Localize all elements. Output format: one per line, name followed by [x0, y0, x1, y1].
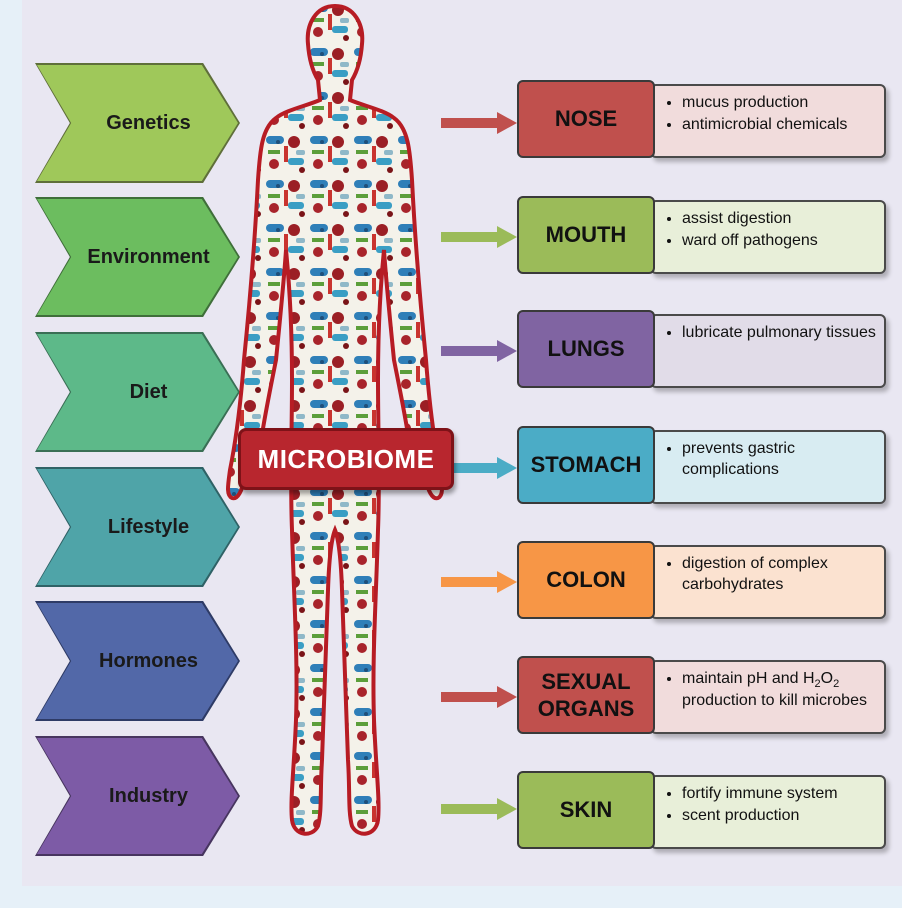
body-silhouette [228, 6, 442, 834]
organ-lungs: LUNGS [517, 310, 655, 388]
organ-stomach-description: prevents gastric complications [650, 430, 886, 504]
factor-label: Hormones [77, 650, 198, 673]
bullet: maintain pH and H2O2 production to kill … [682, 669, 876, 712]
arrow-skin [441, 798, 517, 820]
organ-lungs-description: lubricate pulmonary tissues [650, 314, 886, 388]
bullet: lubricate pulmonary tissues [682, 323, 876, 344]
organ-label: SKIN [560, 796, 613, 824]
organ-sexual-organs-description: maintain pH and H2O2 production to kill … [650, 660, 886, 734]
organ-sexual-organs: SEXUAL ORGANS [517, 656, 655, 734]
organ-nose-description: mucus production antimicrobial chemicals [650, 84, 886, 158]
organ-label-line-2: ORGANS [538, 695, 635, 723]
bullet: mucus production [682, 93, 876, 114]
organ-mouth: MOUTH [517, 196, 655, 274]
arrow-nose [441, 112, 517, 134]
organ-label: STOMACH [531, 451, 642, 479]
arrow-lungs [441, 340, 517, 362]
factor-label: Industry [87, 785, 188, 808]
organ-label: MOUTH [546, 221, 627, 249]
arrow-mouth [441, 226, 517, 248]
organ-stomach: STOMACH [517, 426, 655, 504]
factor-label: Diet [108, 381, 168, 404]
bullet: assist digestion [682, 209, 876, 230]
arrow-sexual-organs [441, 686, 517, 708]
bullet: ward off pathogens [682, 231, 876, 252]
organ-label: NOSE [555, 105, 617, 133]
bullet: prevents gastric complications [682, 439, 876, 481]
factor-label: Environment [65, 246, 209, 269]
microbiome-banner: MICROBIOME [238, 428, 454, 490]
arrow-colon [441, 571, 517, 593]
factor-label: Genetics [84, 112, 190, 135]
bullet: scent production [682, 806, 876, 827]
bullet: antimicrobial chemicals [682, 115, 876, 136]
bullet: digestion of complex carbohydrates [682, 554, 876, 596]
bullet: fortify immune system [682, 784, 876, 805]
organ-skin-description: fortify immune system scent production [650, 775, 886, 849]
factor-label: Lifestyle [86, 516, 189, 539]
organ-mouth-description: assist digestion ward off pathogens [650, 200, 886, 274]
organ-label: LUNGS [548, 335, 625, 363]
organ-colon-description: digestion of complex carbohydrates [650, 545, 886, 619]
organ-label-line-1: SEXUAL [541, 668, 630, 696]
organ-nose: NOSE [517, 80, 655, 158]
organ-colon: COLON [517, 541, 655, 619]
organ-label: COLON [546, 566, 625, 594]
organ-skin: SKIN [517, 771, 655, 849]
